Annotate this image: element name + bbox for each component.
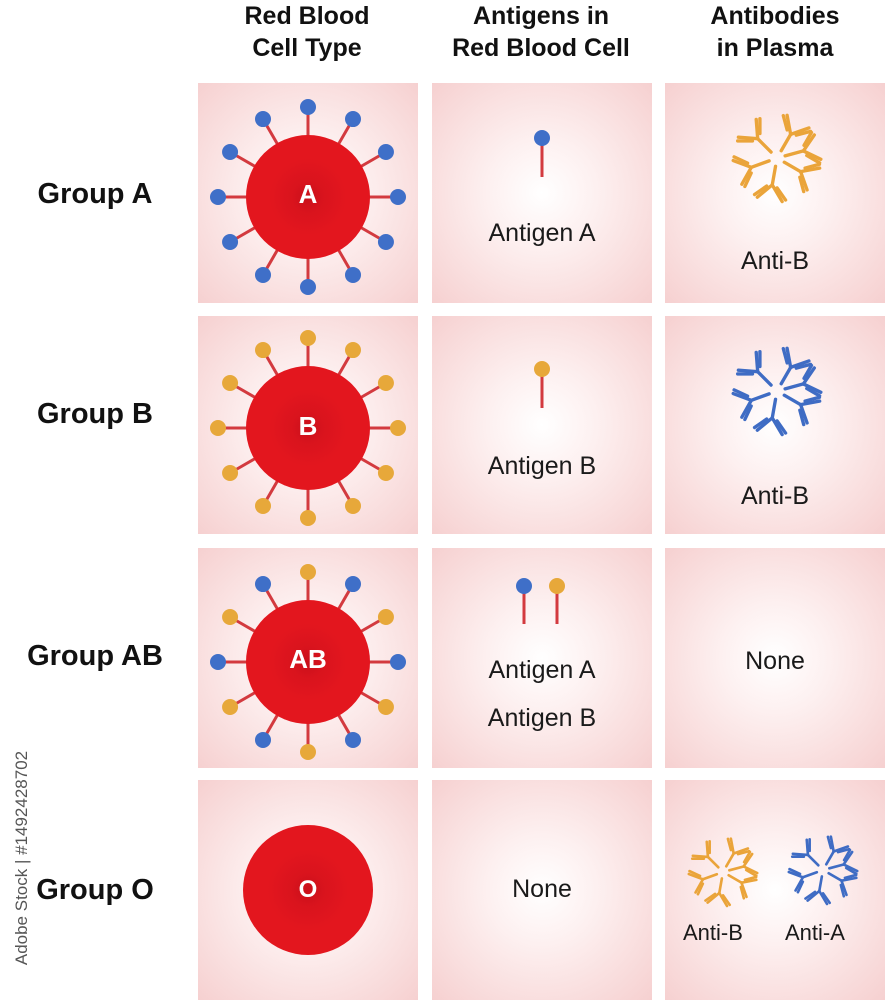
header-line: Red Blood Cell: [452, 34, 630, 62]
cell-red-blood-cell-o: O: [198, 780, 418, 1000]
cell-antigens-b: Antigen B: [432, 316, 652, 534]
antigen-b-icon: [534, 361, 550, 408]
row-label-group-o: Group O: [36, 874, 154, 906]
header-antibodies: Antibodies in Plasma: [665, 0, 885, 64]
header-line: Cell Type: [252, 34, 362, 62]
cell-red-blood-cell-ab: AB: [198, 548, 418, 768]
row-label-group-ab: Group AB: [27, 640, 163, 672]
red-blood-cell-o-icon: [243, 825, 373, 955]
cell-antibodies-b: Anti-B: [665, 316, 885, 534]
antigen-a-icon: [534, 130, 550, 177]
watermark-text: Adobe Stock | #1492428702: [12, 750, 31, 966]
cell-antigens-a: Antigen A: [432, 83, 652, 303]
antibody-label: None: [745, 647, 805, 675]
header-line: Red Blood: [244, 2, 370, 30]
cell-letter: A: [298, 179, 318, 209]
antigen-label: Antigen A: [488, 656, 596, 684]
header-line: Antigens in: [472, 2, 610, 30]
antibody-label: Anti-B: [740, 482, 810, 510]
header-line: in Plasma: [716, 34, 834, 62]
antigen-label: Antigen A: [488, 219, 596, 247]
antibody-label: Anti-B: [740, 247, 810, 275]
antigen-label: None: [512, 875, 572, 903]
anti-b-anti-a-antibody-icon: [687, 835, 859, 908]
cell-antibodies-o: Anti-B Anti-A: [665, 780, 885, 1000]
antigen-a-b-icon: [516, 578, 565, 624]
cell-red-blood-cell-b: B: [198, 316, 418, 534]
antibody-label: Anti-A: [785, 920, 845, 945]
cell-antigens-o: None: [432, 780, 652, 1000]
cell-antibodies-a: Anti-B: [665, 83, 885, 303]
cell-antigens-ab: Antigen A Antigen B: [432, 548, 652, 768]
cell-letter: AB: [289, 644, 327, 674]
header-antigens: Antigens in Red Blood Cell: [431, 0, 651, 64]
cell-letter: B: [298, 411, 318, 441]
red-blood-cell-ab-icon: [210, 564, 406, 760]
header-line: Antibodies: [710, 2, 840, 30]
red-blood-cell-b-icon: [210, 330, 406, 526]
anti-b-antibody-icon: [731, 346, 823, 437]
antibody-label: Anti-B: [683, 920, 743, 945]
cell-antibodies-ab: None: [665, 548, 885, 768]
red-blood-cell-a-icon: [210, 99, 406, 295]
cell-red-blood-cell-a: A: [198, 83, 418, 303]
antigen-label: Antigen B: [487, 452, 597, 480]
antigen-label: Antigen B: [487, 704, 597, 732]
row-label-group-a: Group A: [37, 178, 153, 210]
cell-letter: O: [298, 876, 318, 903]
row-label-group-b: Group B: [37, 398, 153, 430]
anti-b-antibody-icon: [731, 113, 823, 204]
watermark: Adobe Stock | #1492428702: [2, 748, 31, 988]
header-red-blood-cell-type: Red Blood Cell Type: [197, 0, 417, 64]
